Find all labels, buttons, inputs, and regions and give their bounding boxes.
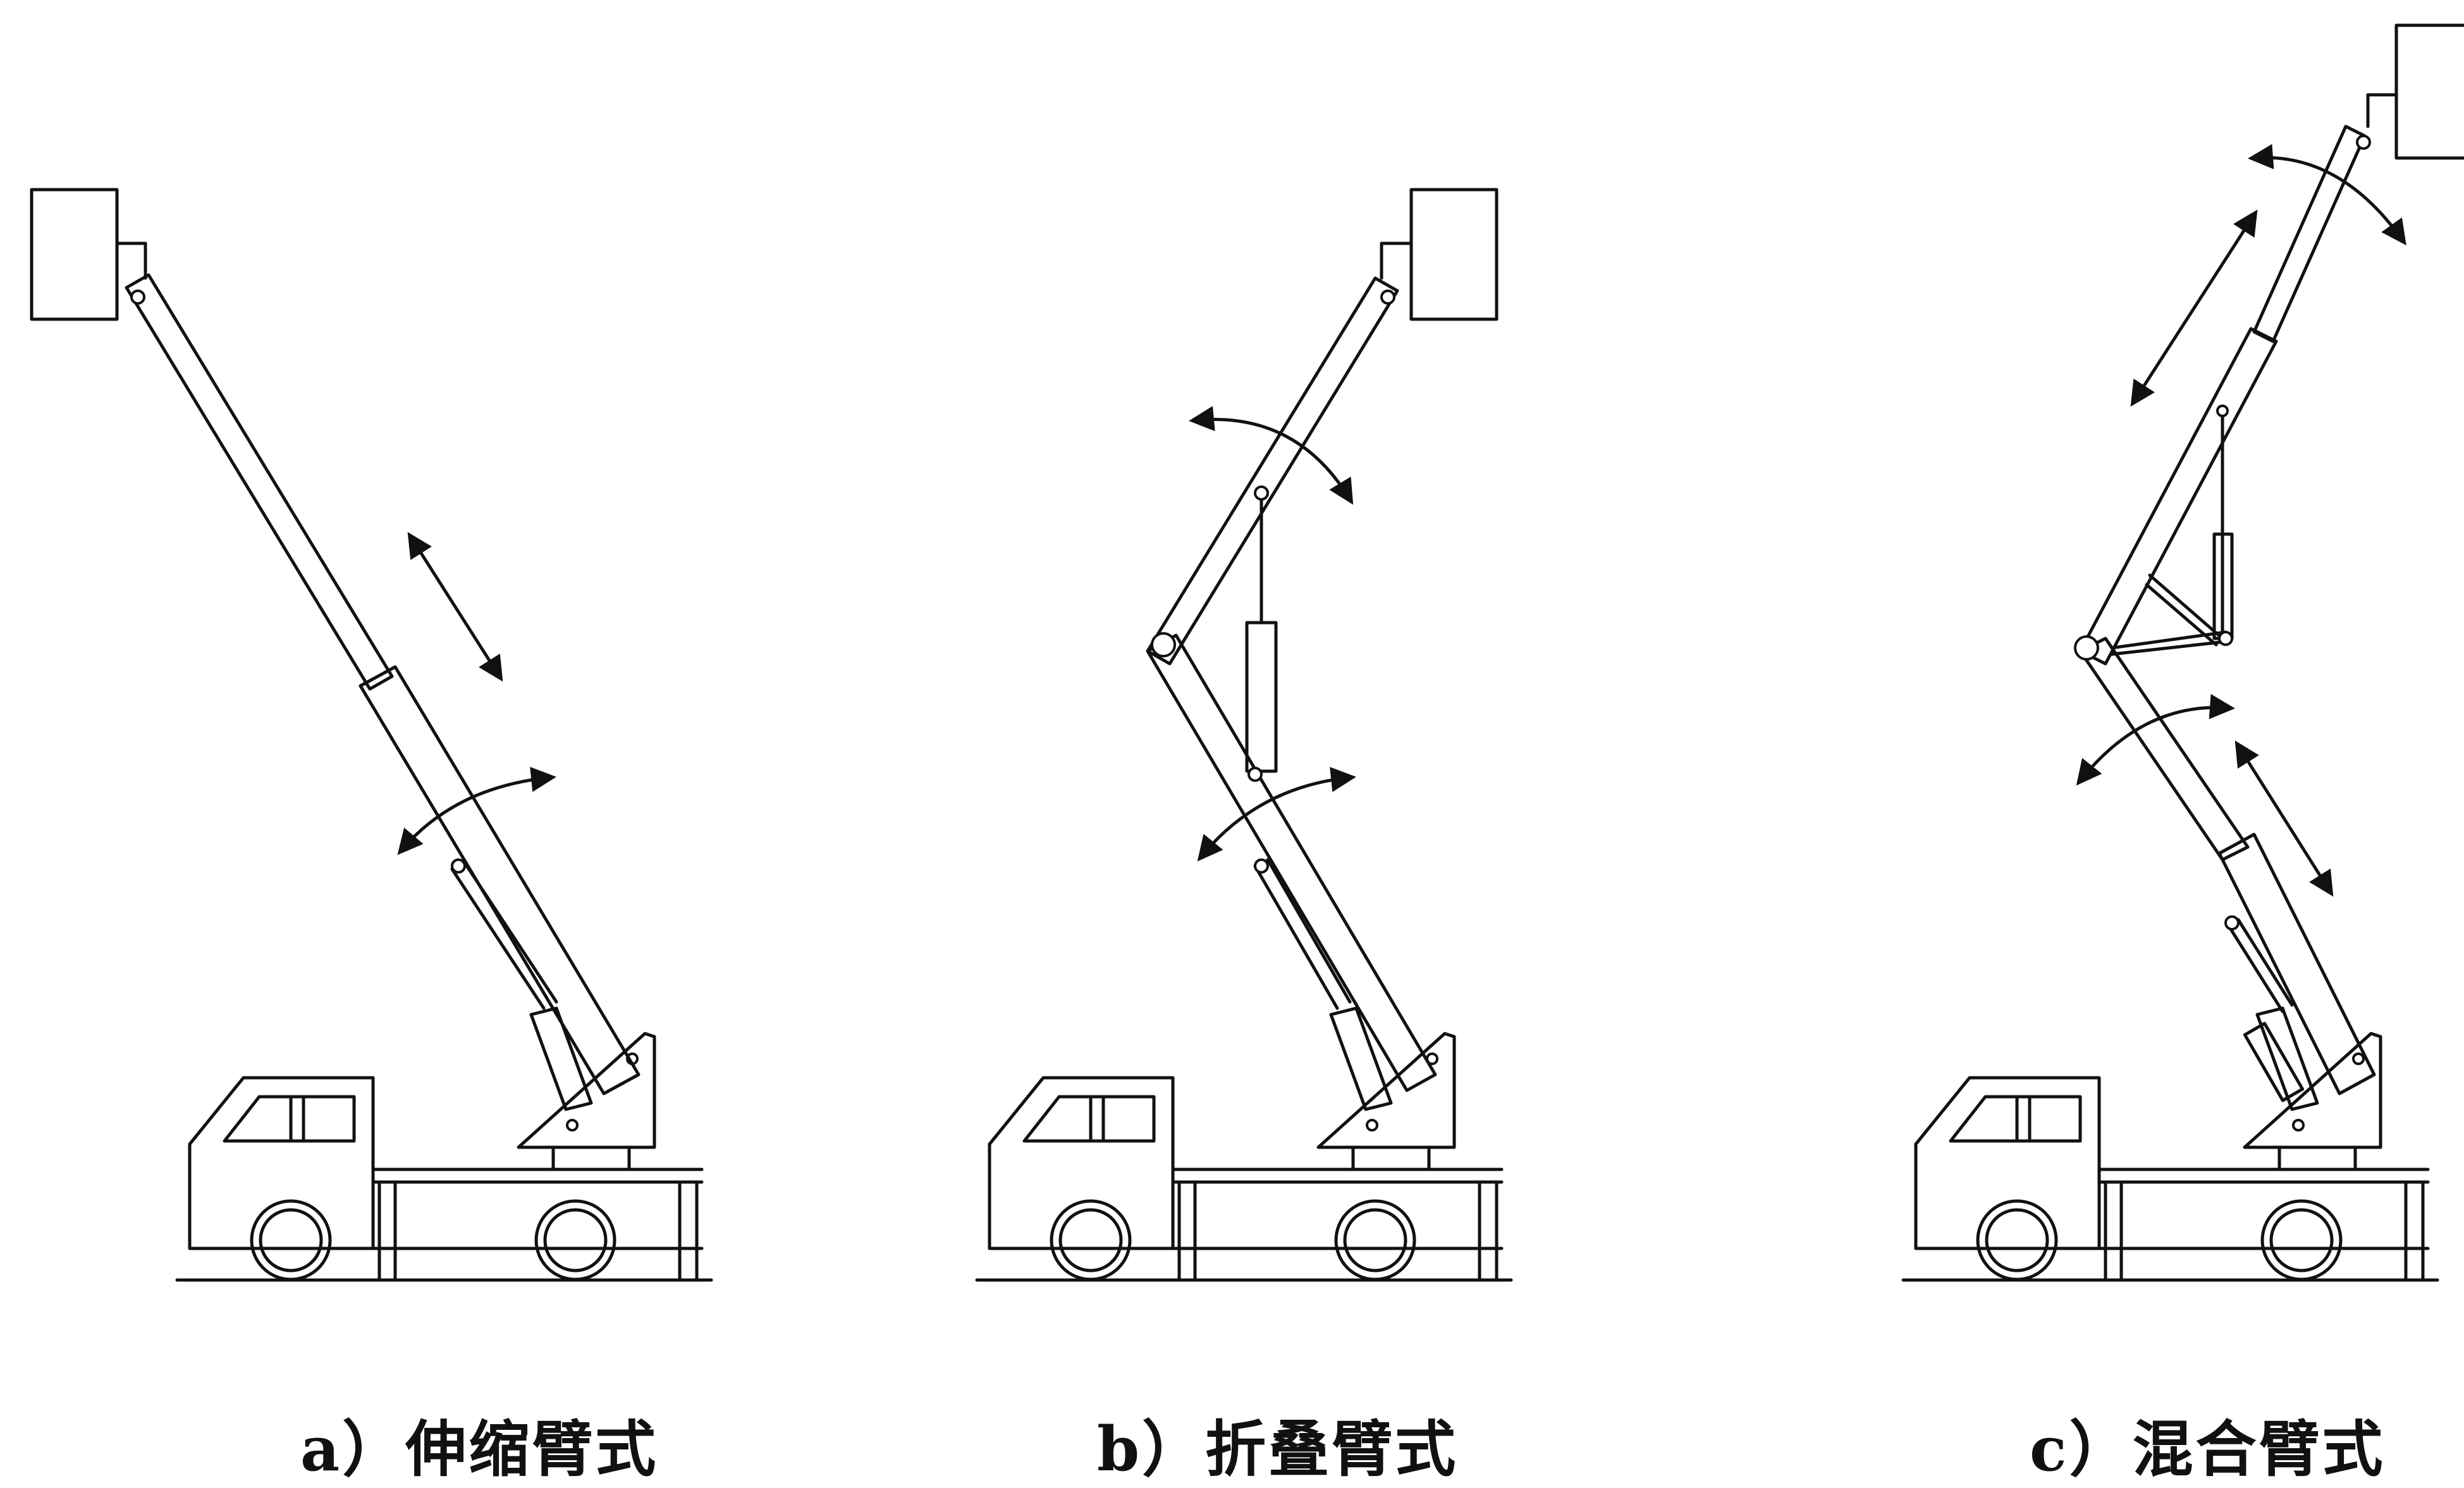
diagram-b-folding — [977, 188, 1511, 1280]
caption-c: c）混合臂式 — [2030, 1413, 2386, 1485]
caption-a: a）伸缩臂式 — [300, 1413, 659, 1485]
caption-b: b）折叠臂式 — [1097, 1413, 1459, 1485]
diagram-a-telescopic — [30, 188, 711, 1280]
diagram-c-hybrid — [1903, 23, 2464, 1280]
